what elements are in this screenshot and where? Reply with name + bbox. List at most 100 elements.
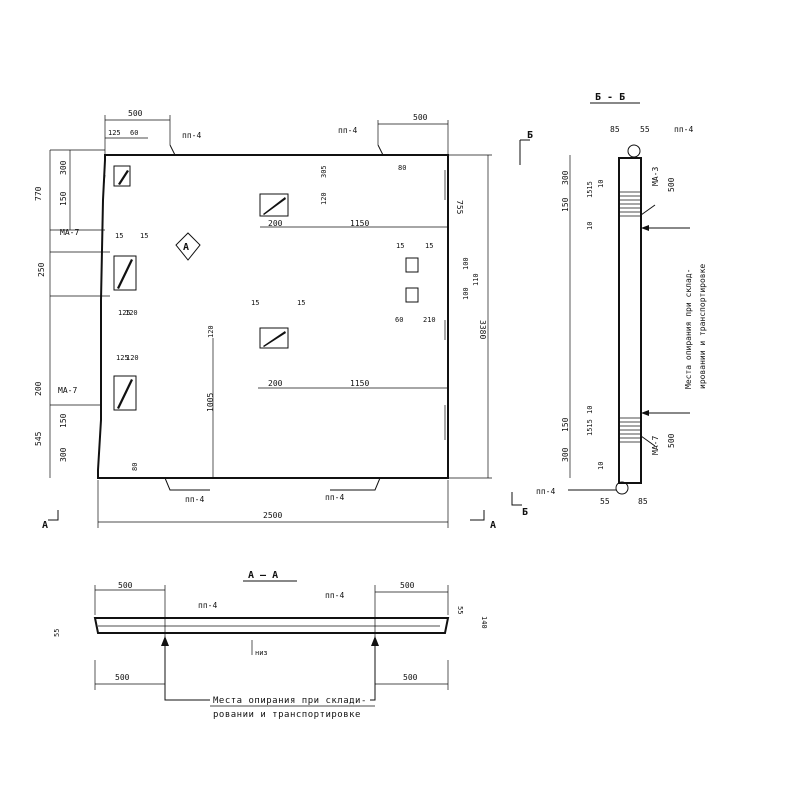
dim-15-c: 15 [251,299,259,307]
dim-b-10-bottom: 10 [586,406,594,414]
dim-b-1515-top: 1515 [586,181,594,198]
dim-b-150-top: 150 [561,197,570,212]
dim-125-mid: 125 [118,309,131,317]
label-pp4-bottom-left: пп-4 [185,495,204,504]
dim-120-center: 120 [207,325,215,338]
label-ma3: МА-3 [651,167,660,186]
dim-150-bottom: 150 [59,413,68,428]
opening-2 [113,255,137,291]
dim-770: 770 [34,186,43,201]
section-b-title: Б - Б [595,92,625,103]
dim-250: 250 [37,262,46,277]
note-a-line1: Места опирания при склади- [213,696,367,706]
marker-a: А [175,232,201,261]
cut-a-left: А [42,520,48,531]
opening-6 [405,257,419,303]
section-a-title: А — А [248,570,278,581]
dim-125: 125 [108,129,121,137]
plan-view: А 500 125 60 пп-4 500 пп-4 80 770 300 15… [34,109,533,531]
dim-top-left-500: 500 [128,109,143,118]
dim-b-150-bottom: 150 [561,417,570,432]
panel-outline [97,154,449,479]
opening-3 [113,375,137,411]
slab-section [93,617,450,634]
dim-a-140: 140 [480,616,488,629]
note-b-line2: ировании и транспортировке [698,264,707,389]
dim-2500: 2500 [263,511,282,520]
dim-b-300-top: 300 [561,170,570,185]
dim-85-top: 85 [610,125,620,134]
label-pp4-b-bottom: пп-4 [536,487,555,496]
dim-120-upper: 120 [320,192,328,205]
dim-1150-lower: 1150 [350,379,369,388]
dim-1150-upper: 1150 [350,219,369,228]
label-pp4-top-right: пп-4 [338,126,357,135]
dim-15-b: 15 [140,232,148,240]
dim-210: 210 [423,316,436,324]
opening-4 [259,193,289,217]
label-ma7-b: МА-7 [651,436,660,455]
dim-60-right: 60 [395,316,403,324]
note-b-line1: Места опирания при склад- [684,269,693,389]
dim-b-10-top: 10 [586,222,594,230]
dim-200-upper: 200 [268,219,283,228]
dim-15-f: 15 [425,242,433,250]
dim-60: 60 [130,129,138,137]
dim-100-b: 100 [462,287,470,300]
label-ma7-top: МА-7 [60,228,79,237]
marker-a-label: А [183,242,189,253]
label-ma7-bottom: МА-7 [58,386,77,395]
dim-15-a: 15 [115,232,123,240]
dim-a-500-top-right: 500 [400,581,415,590]
dim-b-1515-bottom: 1515 [586,419,594,436]
dim-80-top: 80 [398,164,406,172]
dim-110: 110 [472,273,480,286]
dim-55-top: 55 [640,125,650,134]
dim-85-bottom: 85 [638,497,648,506]
label-pp4-top-left: пп-4 [182,131,201,140]
dim-200-left: 200 [34,381,43,396]
dim-a-500-bottom-left: 500 [115,673,130,682]
dim-b-300-bottom: 300 [561,447,570,462]
label-pp4-b-top: пп-4 [674,125,693,134]
dim-150-top: 150 [59,191,68,206]
dim-300-top: 300 [59,160,68,175]
dim-b-500-bottom: 500 [667,433,676,448]
dim-b-10-bottom2: 10 [597,462,605,470]
opening-5 [259,327,289,349]
dim-300-bottom: 300 [59,447,68,462]
cut-b-bottom: Б [522,507,528,518]
label-pp4-bottom-right: пп-4 [325,493,344,502]
dim-545: 545 [34,431,43,446]
dim-a-55-left: 55 [53,629,61,637]
dim-755: 755 [455,200,464,215]
dim-200-lower: 200 [268,379,283,388]
dim-top-right-500: 500 [413,113,428,122]
dim-120-mid: 120 [125,309,138,317]
dim-100-a: 100 [462,257,470,270]
dim-1005: 1005 [206,393,215,412]
dim-3380: 3380 [478,320,487,339]
note-a-line2: ровании и транспортировке [213,710,361,720]
dim-55-bottom: 55 [600,497,610,506]
cut-a-right: А [490,520,496,531]
label-pp4-a-right: пп-4 [325,591,344,600]
dim-80-bottom: 80 [131,463,139,471]
section-b-b: Б - Б 85 55 пп-4 300 [536,92,707,506]
opening-1 [113,165,131,187]
dim-a-500-top-left: 500 [118,581,133,590]
label-pp4-a-left: пп-4 [198,601,217,610]
label-niz: низ [255,649,268,657]
dim-120-lower: 120 [126,354,139,362]
dim-a-55-right: 55 [456,606,464,614]
dim-15-d: 15 [297,299,305,307]
dim-b-500-top: 500 [667,177,676,192]
dim-b-10-top2: 10 [597,180,605,188]
hatch-lower [619,417,641,443]
dim-305: 305 [320,165,328,178]
cut-b-top: Б [527,130,533,141]
dim-a-500-bottom-right: 500 [403,673,418,682]
section-a-a: А — А 500 пп-4 500 пп-4 55 140 55 низ 50… [53,570,488,720]
dim-15-e: 15 [396,242,404,250]
